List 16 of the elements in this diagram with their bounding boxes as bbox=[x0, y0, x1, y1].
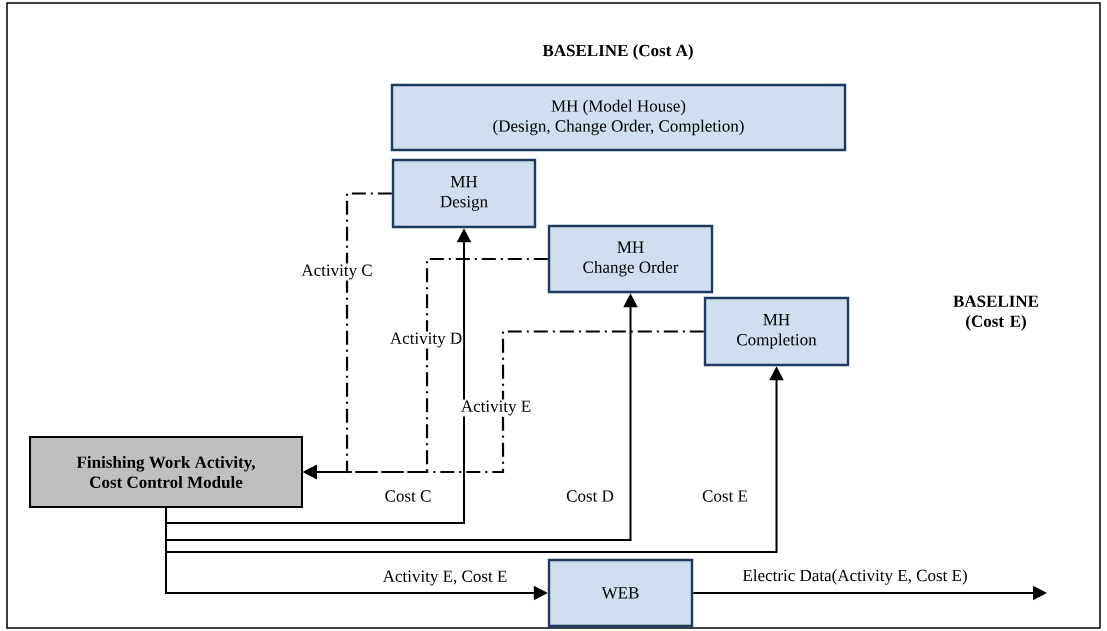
module-box: Finishing Work Activity, Cost Control Module bbox=[29, 436, 303, 508]
heading: BASELINE (Cost A) bbox=[542, 44, 693, 60]
process-box: MH Design bbox=[391, 158, 537, 229]
edge-label: Cost C bbox=[383, 489, 433, 503]
baseline-note: BASELINE (Cost E) bbox=[953, 295, 1039, 331]
edge-label: Cost D bbox=[565, 489, 615, 503]
edge-label: Activity C bbox=[300, 263, 374, 281]
edge-label: Activity E, Cost E bbox=[381, 569, 509, 587]
edge-label: Activity D bbox=[388, 331, 464, 349]
edge-label: Electric Data(Activity E, Cost E) bbox=[741, 568, 969, 586]
edge-label: Activity E bbox=[459, 399, 533, 417]
edge-label: Cost E bbox=[701, 489, 749, 503]
process-box: WEB bbox=[547, 558, 694, 628]
process-box: MH Change Order bbox=[547, 224, 714, 294]
process-box: MH Completion bbox=[703, 296, 850, 367]
process-box: MH (Model House) (Design, Change Order, Completion) bbox=[390, 83, 847, 152]
